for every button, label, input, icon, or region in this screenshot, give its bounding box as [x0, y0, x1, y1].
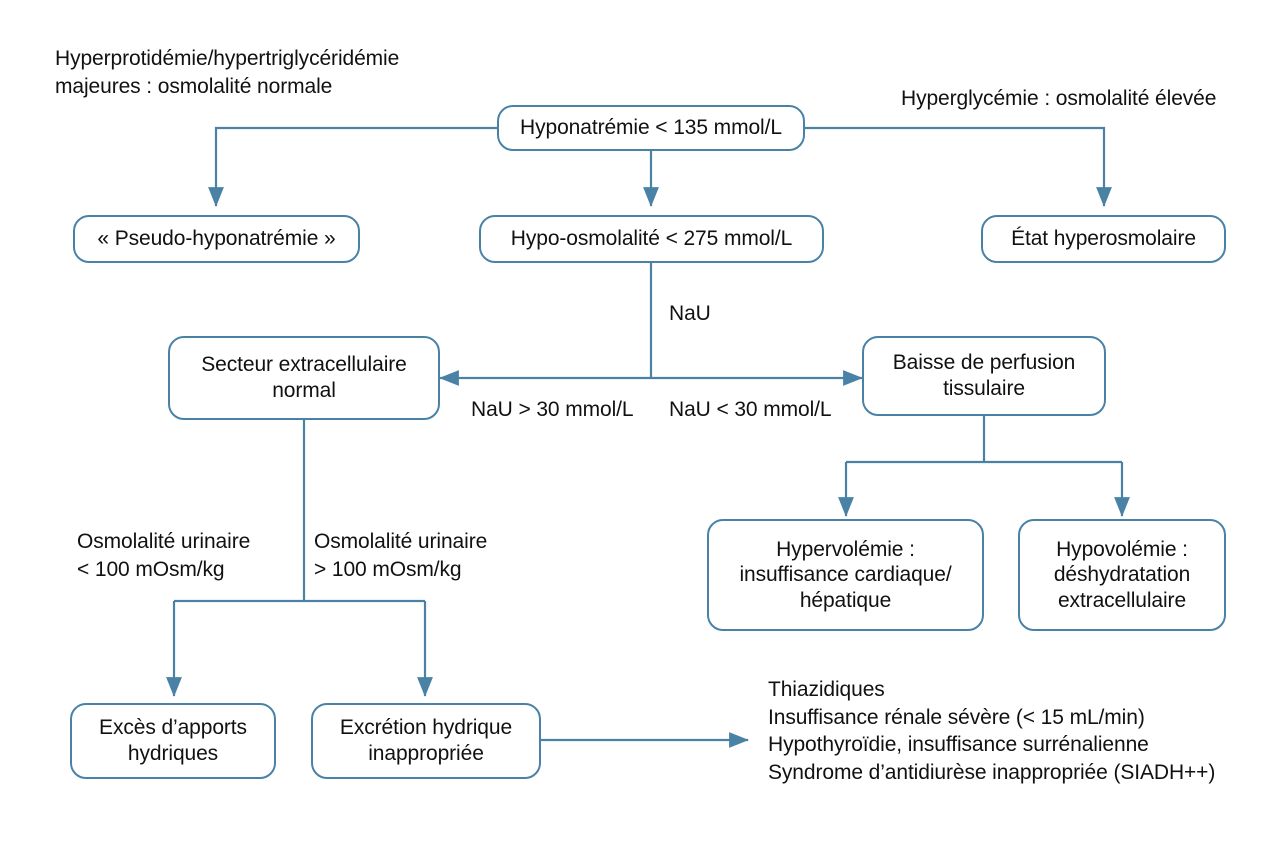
annotation-hyperprotidemie: Hyperprotidémie/hypertriglycéridémie maj…: [55, 45, 399, 100]
annotation-causes-siadh-line-1: Thiazidiques: [768, 678, 885, 701]
node-excretion-hydrique-inappropriee[interactable]: Excrétion hydrique inappropriée: [311, 703, 541, 779]
annotation-nau-superior-30: NaU > 30 mmol/L: [471, 396, 634, 424]
annotation-causes-siadh-line-4: Syndrome d’antidiurèse inappropriée (SIA…: [768, 761, 1216, 785]
node-hypovolemie-line-3: extracellulaire: [1057, 588, 1187, 612]
node-hypovolemie-line-1: Hypovolémie :: [1056, 537, 1188, 561]
annotation-nau-inferior-30: NaU < 30 mmol/L: [669, 396, 832, 424]
edge-hyponatremie-to-pseudo: [208, 126, 497, 207]
annotation-causes-siadh-line-2: Insuffisance rénale sévère (< 15 mL/min): [768, 705, 1145, 729]
annotation-osmolalite-superior-100-line-1: Osmolalité urinaire: [314, 530, 488, 553]
annotation-causes-siadh-line-3: Hypothyroïdie, insuffisance surrénalienn…: [768, 733, 1149, 757]
node-hypovolemie[interactable]: Hypovolémie : déshydratation extracellul…: [1018, 519, 1226, 631]
edge-hyponatremie-to-hyperosmolaire: [805, 126, 1112, 207]
node-secteur-extracellulaire-normal[interactable]: Secteur extracellulaire normal: [168, 336, 440, 420]
node-pseudo-hyponatremie-line-1: « Pseudo-hyponatrémie »: [97, 227, 336, 251]
node-hyponatremie[interactable]: Hyponatrémie < 135 mmol/L: [497, 105, 805, 151]
annotation-nau-line-1: NaU: [669, 302, 711, 325]
node-etat-hyperosmolaire-line-1: État hyperosmolaire: [1011, 227, 1196, 251]
node-hypervolemie-line-2: insuffisance cardiaque/: [739, 563, 952, 587]
node-hypervolemie[interactable]: Hypervolémie : insuffisance cardiaque/ h…: [707, 519, 984, 631]
node-hypo-osmolalite-line-1: Hypo-osmolalité < 275 mmol/L: [510, 227, 793, 251]
node-pseudo-hyponatremie[interactable]: « Pseudo-hyponatrémie »: [73, 215, 360, 263]
node-hyponatremie-line-1: Hyponatrémie < 135 mmol/L: [520, 116, 782, 140]
annotation-hyperglycemie: Hyperglycémie : osmolalité élevée: [901, 85, 1216, 113]
annotation-osmolalite-inferior-100: Osmolalité urinaire < 100 mOsm/kg: [77, 528, 250, 583]
node-hypo-osmolalite[interactable]: Hypo-osmolalité < 275 mmol/L: [479, 215, 824, 263]
annotation-nau-superior-30-line-1: NaU > 30 mmol/L: [471, 398, 634, 421]
node-secteur-extracellulaire-normal-line-1: Secteur extracellulaire: [201, 353, 407, 377]
node-exces-apports-hydriques-line-1: Excès d’apports: [99, 716, 247, 740]
annotation-nau: NaU: [669, 300, 711, 328]
node-baisse-perfusion-tissulaire-line-1: Baisse de perfusion: [892, 351, 1076, 375]
node-excretion-hydrique-inappropriee-line-1: Excrétion hydrique: [339, 716, 513, 740]
node-baisse-perfusion-tissulaire-line-2: tissulaire: [943, 377, 1025, 400]
node-exces-apports-hydriques-line-2: hydriques: [127, 742, 219, 765]
node-hypovolemie-line-2: déshydratation: [1053, 563, 1191, 587]
annotation-causes-siadh: Thiazidiques Insuffisance rénale sévère …: [768, 676, 1215, 787]
node-hypervolemie-line-3: hépatique: [799, 588, 892, 612]
annotation-nau-inferior-30-line-1: NaU < 30 mmol/L: [669, 398, 832, 421]
node-excretion-hydrique-inappropriee-line-2: inappropriée: [368, 742, 484, 765]
annotation-hyperglycemie-line-1: Hyperglycémie : osmolalité élevée: [901, 87, 1217, 110]
node-baisse-perfusion-tissulaire[interactable]: Baisse de perfusion tissulaire: [862, 336, 1106, 416]
node-etat-hyperosmolaire[interactable]: État hyperosmolaire: [981, 215, 1226, 263]
annotation-hyperprotidemie-line-2: majeures : osmolalité normale: [55, 74, 333, 98]
annotation-osmolalite-inferior-100-line-2: < 100 mOsm/kg: [77, 557, 225, 581]
node-hypervolemie-line-1: Hypervolémie :: [776, 537, 915, 561]
annotation-osmolalite-inferior-100-line-1: Osmolalité urinaire: [77, 530, 251, 553]
node-exces-apports-hydriques[interactable]: Excès d’apports hydriques: [70, 703, 276, 779]
annotation-osmolalite-superior-100-line-2: > 100 mOsm/kg: [314, 557, 462, 581]
annotation-hyperprotidemie-line-1: Hyperprotidémie/hypertriglycéridémie: [55, 47, 400, 70]
annotation-osmolalite-superior-100: Osmolalité urinaire > 100 mOsm/kg: [314, 528, 487, 583]
node-secteur-extracellulaire-normal-line-2: normal: [272, 379, 336, 402]
